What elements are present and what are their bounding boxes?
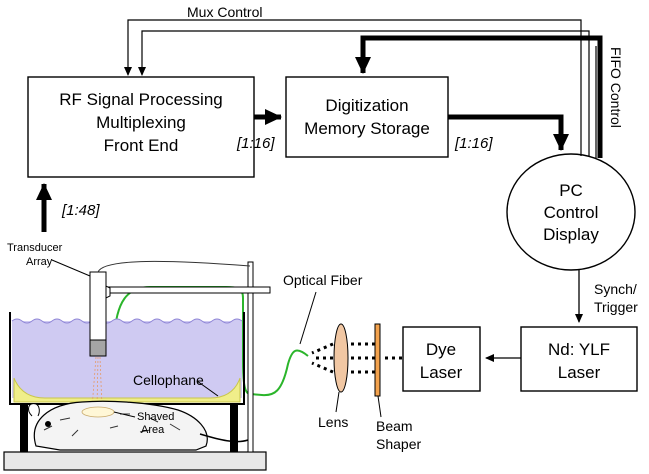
cellophane-leader	[196, 380, 219, 397]
dye-line-1: Dye	[426, 340, 456, 359]
ndylf-line-2: Laser	[558, 363, 601, 382]
beam-shaper-icon	[374, 323, 381, 397]
transducer-label-2: Array	[26, 256, 53, 268]
tank-leg-right	[230, 404, 238, 452]
area-label: Area	[141, 424, 165, 436]
shaper-label: Shaper	[376, 436, 421, 452]
beam-label: Beam	[376, 418, 413, 434]
experimental-setup	[3, 260, 271, 471]
lens-leader	[335, 391, 340, 413]
ratio-digitization-pc: [1:16]	[454, 135, 493, 152]
digitization-line-2: Memory Storage	[304, 119, 430, 138]
optical-fiber-leader	[299, 291, 317, 345]
trigger-label: Trigger	[594, 299, 638, 315]
rf-front-end-line-3: Front End	[104, 136, 179, 155]
mux-control-lines	[124, 19, 590, 156]
synch-label: Synch/	[594, 281, 637, 297]
optical-fiber-label: Optical Fiber	[283, 272, 363, 288]
transducer-body	[89, 271, 107, 343]
dye-laser-block: Dye Laser	[402, 326, 481, 392]
data-flow-arrows	[36, 109, 569, 232]
fifo-control-lines	[355, 35, 603, 158]
transducer-cable	[97, 260, 251, 273]
lens-icon	[333, 323, 349, 393]
stand-arm	[103, 286, 271, 294]
shaved-area-leader	[113, 411, 136, 418]
mux-control-label: Mux Control	[187, 4, 262, 20]
lens-label: Lens	[318, 414, 348, 430]
stand-rod	[247, 261, 254, 453]
transducer-label-1: Transducer	[7, 242, 63, 254]
ndylf-line-1: Nd: YLF	[548, 340, 610, 359]
beam-shaper-leader	[377, 395, 382, 418]
dye-line-2: Laser	[420, 363, 463, 382]
transducer-array-icon	[89, 339, 107, 357]
water-bath	[12, 321, 242, 398]
pc-line-3: Display	[543, 225, 599, 244]
pc-block: PC Control Display	[506, 153, 636, 271]
transducer-leader	[51, 259, 91, 277]
digitization-to-pc-arrow	[448, 114, 569, 151]
rf-front-end-line-2: Multiplexing	[96, 113, 186, 132]
tank-leg-left	[20, 404, 28, 452]
base-plate	[3, 451, 267, 471]
pc-line-2: Control	[544, 203, 599, 222]
beam-path	[311, 342, 402, 374]
ndylf-laser-block: Nd: YLF Laser	[520, 326, 638, 392]
digitization-block: Digitization Memory Storage	[285, 76, 449, 158]
cellophane-label: Cellophane	[133, 372, 204, 388]
rf-front-end-block: RF Signal Processing Multiplexing Front …	[27, 76, 255, 178]
shaved-label: Shaved	[137, 411, 174, 423]
rf-front-end-line-1: RF Signal Processing	[59, 90, 222, 109]
pc-line-1: PC	[559, 181, 583, 200]
fifo-control-label: FIFO Control	[608, 47, 624, 128]
ratio-rf-digitization: [1:16]	[236, 135, 275, 152]
mouse-icon	[28, 400, 249, 451]
ratio-transducer-rf: [1:48]	[61, 202, 100, 219]
digitization-line-1: Digitization	[325, 96, 408, 115]
cellophane-sheet	[13, 377, 241, 403]
